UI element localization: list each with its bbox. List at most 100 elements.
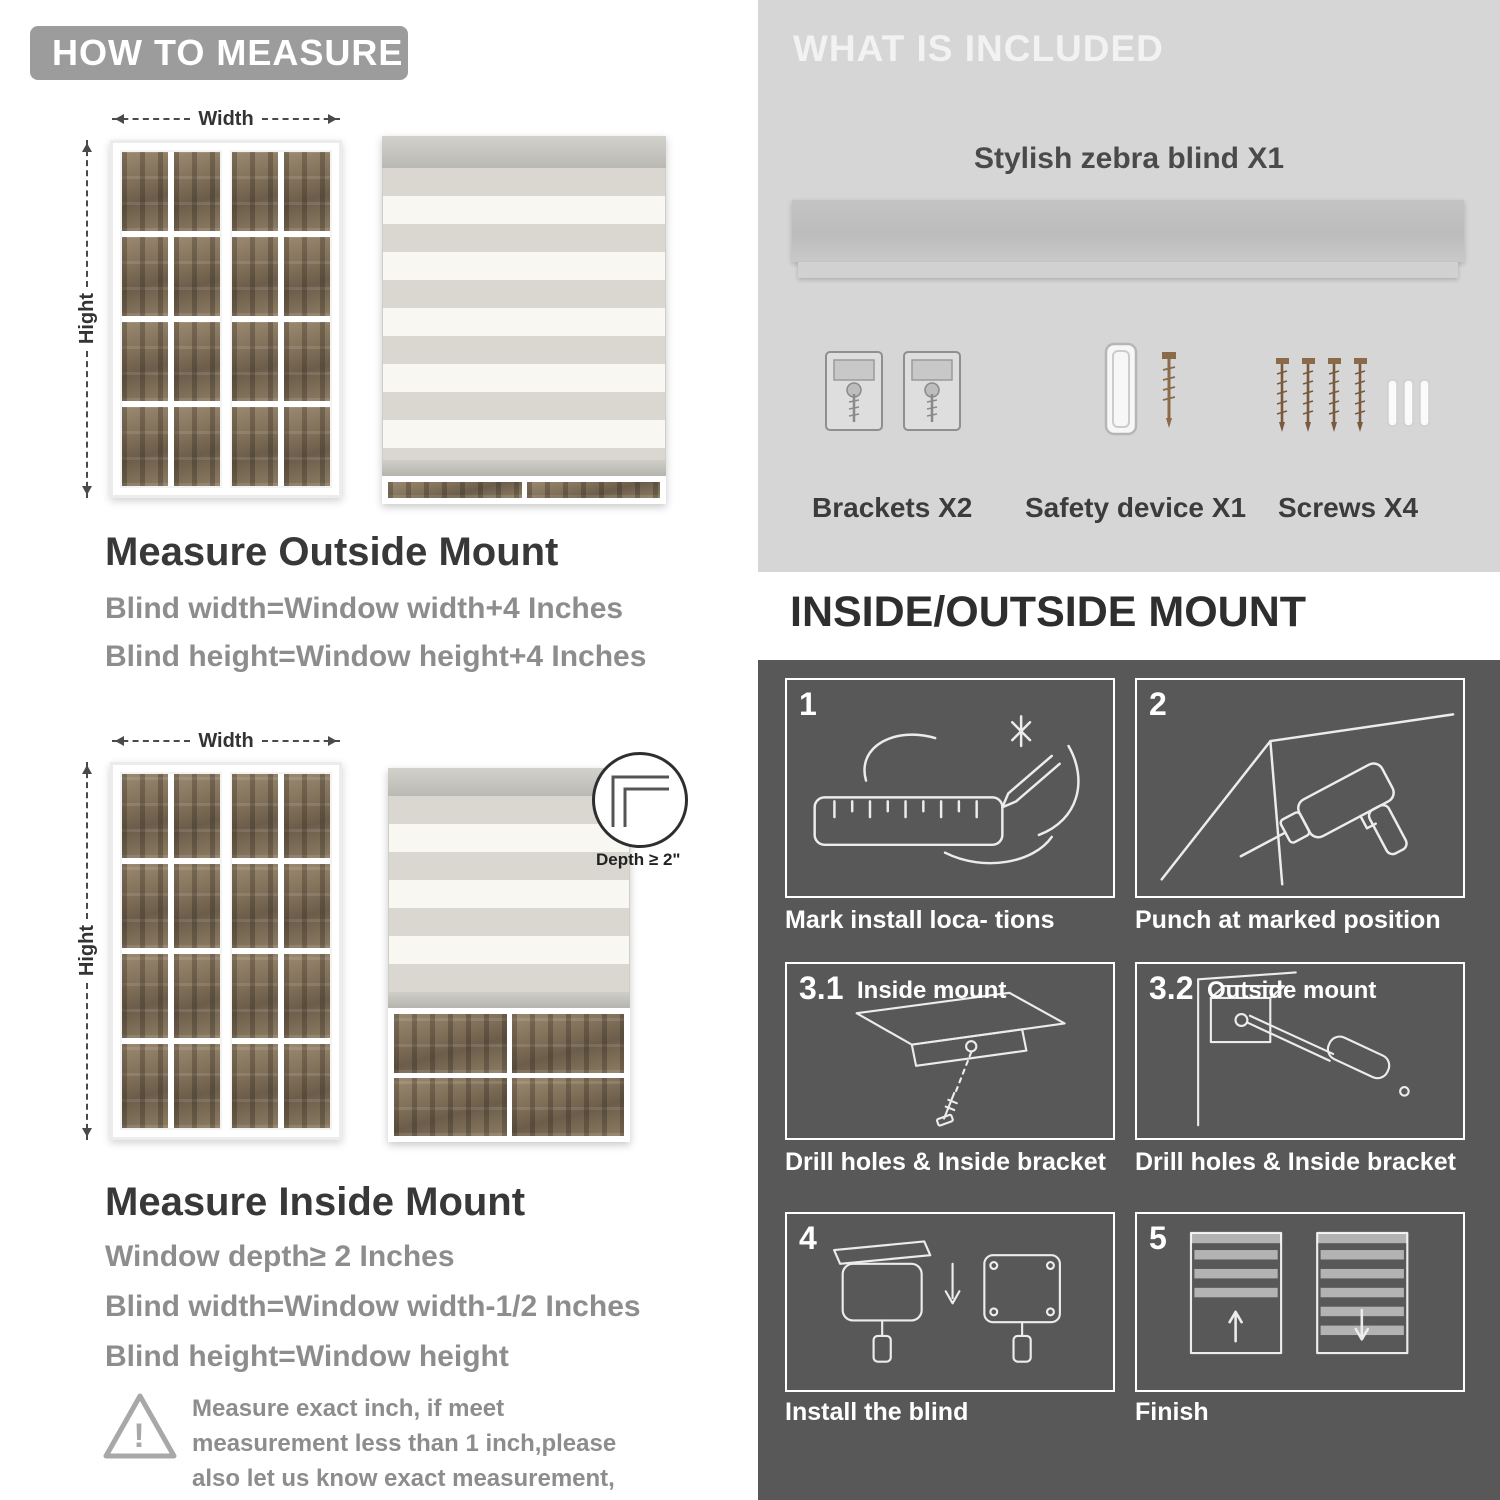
window-pane: [232, 322, 278, 401]
step-caption-4: Install the blind: [785, 1398, 969, 1426]
height-arrow-outside: Hight: [76, 140, 98, 498]
blind-bottom-rail: [388, 992, 630, 1008]
zebra-blind-headrail-illustration: [792, 200, 1464, 262]
step-number: 3.1: [799, 970, 844, 1006]
screws-label: Screws X4: [1278, 492, 1419, 523]
inside-mount-title: Measure Inside Mount: [105, 1180, 526, 1224]
window-pane: [511, 1077, 624, 1136]
window-pane: [526, 482, 660, 498]
window-pane: [394, 1014, 507, 1073]
arrow-line: [82, 350, 92, 498]
window-pane: [394, 1077, 507, 1136]
window-pane: [174, 864, 220, 948]
window-pane: [122, 152, 168, 231]
arrow-line: [82, 762, 92, 920]
window-pane: [284, 152, 330, 231]
arrow-line: [112, 114, 191, 124]
window-pane: [122, 237, 168, 316]
window-pane: [122, 322, 168, 401]
depth-label: Depth ≥ 2": [596, 850, 681, 869]
finish-illustration: [1189, 1231, 1409, 1355]
arrow-line: [82, 140, 92, 288]
arrow-line: [261, 736, 341, 746]
window-pane: [174, 774, 220, 858]
window-illustration-outside: [110, 140, 342, 498]
window-sash: [230, 150, 332, 488]
blind-stripes: [388, 796, 630, 992]
window-pane: [122, 864, 168, 948]
window-pane: [232, 407, 278, 486]
what-is-included-header: WHAT IS INCLUDED: [793, 28, 1164, 69]
inside-outside-mount-header: INSIDE/OUTSIDE MOUNT: [790, 588, 1307, 636]
step-panel-3-1: 3.1 Inside mount: [785, 962, 1115, 1140]
inside-mount-line-2: Blind width=Window width-1/2 Inches: [105, 1290, 641, 1323]
step-panel-2: 2: [1135, 678, 1465, 898]
width-arrow-inside: Width: [112, 730, 341, 752]
inside-mount-line-3: Blind height=Window height: [105, 1340, 509, 1373]
window-pane: [284, 1044, 330, 1128]
outside-bracket-illustration: [1197, 971, 1410, 1127]
window-sliver: [388, 1008, 630, 1142]
width-arrow-outside: Width: [112, 108, 341, 130]
step-panel-5: 5: [1135, 1212, 1465, 1392]
zebra-blind-label: Stylish zebra blind X1: [973, 142, 1285, 175]
window-pane: [122, 1044, 168, 1128]
install-blind-illustration: [833, 1240, 1061, 1363]
window-pane: [284, 954, 330, 1038]
brackets-label: Brackets X2: [812, 492, 973, 523]
depth-detail-circle: [592, 752, 688, 848]
window-pane: [174, 954, 220, 1038]
window-pane: [232, 152, 278, 231]
outside-mount-title: Measure Outside Mount: [105, 530, 559, 574]
blind-top-rail: [388, 768, 630, 796]
screws-icon: [1268, 352, 1438, 444]
step-panel-3-2: 3.2 Outside mount: [1135, 962, 1465, 1140]
window-pane: [232, 774, 278, 858]
window-pane: [232, 237, 278, 316]
arrow-line: [261, 114, 341, 124]
outside-mount-line-2: Blind height=Window height+4 Inches: [105, 640, 647, 673]
window-pane: [284, 864, 330, 948]
mount-section-background: [758, 660, 1500, 1500]
blind-top-rail: [382, 136, 666, 168]
safety-device-label: Safety device X1: [1025, 492, 1247, 523]
window-pane: [232, 1044, 278, 1128]
zebra-blind-headrail-lip: [798, 262, 1458, 278]
window-corner-icon: [611, 775, 669, 827]
height-arrow-inside: Hight: [76, 762, 98, 1140]
window-pane: [174, 1044, 220, 1128]
step-number: 1: [799, 686, 817, 722]
window-sash: [230, 772, 332, 1130]
step-number: 3.2: [1149, 970, 1194, 1006]
mount-header-strip: [758, 572, 1500, 660]
window-pane: [174, 407, 220, 486]
step-caption-3-2: Drill holes & Inside bracket: [1135, 1148, 1456, 1176]
blind-stripes: [382, 168, 666, 460]
height-label-inside: Hight: [75, 925, 98, 977]
window-pane: [122, 774, 168, 858]
warning-triangle-icon: [103, 1393, 177, 1459]
step-number: 2: [1149, 686, 1167, 722]
step-number: 4: [799, 1220, 817, 1256]
step-panel-1: 1: [785, 678, 1115, 898]
warning-text: Measure exact inch, if meet measurement …: [192, 1395, 617, 1500]
inside-bracket-illustration: [855, 991, 1066, 1127]
window-pane: [122, 954, 168, 1038]
included-section-background: [758, 0, 1500, 572]
arrow-line: [82, 982, 92, 1140]
window-pane: [174, 152, 220, 231]
window-pane: [174, 322, 220, 401]
zebra-blind-illustration-inside: [388, 768, 630, 1142]
step-panel-4: 4: [785, 1212, 1115, 1392]
window-pane: [388, 482, 522, 498]
window-pane: [232, 954, 278, 1038]
window-pane: [284, 407, 330, 486]
window-pane: [284, 774, 330, 858]
safety-device-icon: [1090, 338, 1210, 443]
window-sash: [120, 150, 222, 488]
step-tag: Inside mount: [857, 977, 1007, 1004]
step-caption-2: Punch at marked position: [1135, 906, 1441, 934]
window-illustration-inside: [110, 762, 342, 1140]
zebra-blind-illustration-outside: [382, 136, 666, 504]
